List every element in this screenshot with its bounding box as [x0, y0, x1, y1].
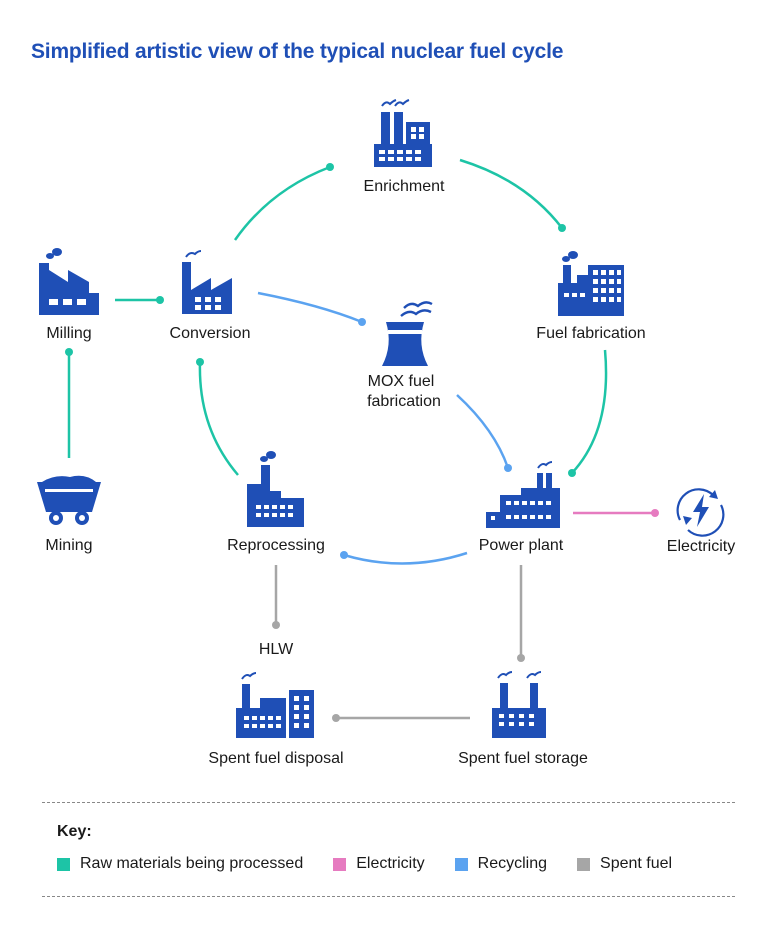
- diagram-title: Simplified artistic view of the typical …: [31, 40, 564, 63]
- mox-fuel-label-line2: fabrication: [367, 393, 441, 410]
- mox-fuel-label-line1: MOX fuel: [368, 373, 435, 390]
- mox-fuel-fabrication-icon: [382, 301, 433, 366]
- mining-label: Mining: [45, 537, 92, 554]
- enrichment-label: Enrichment: [364, 178, 445, 195]
- spent-fuel-disposal-label: Spent fuel disposal: [208, 750, 343, 767]
- fuel-fabrication-icon: [558, 251, 624, 316]
- key-item-spent-fuel: Spent fuel: [577, 855, 672, 873]
- conversion-to-enrichment-link: [233, 165, 331, 241]
- conversion-to-mox-link: [257, 291, 363, 324]
- spent-fuel-dots: [272, 621, 525, 722]
- raw-materials-swatch: [57, 857, 70, 871]
- recycling-dots: [340, 318, 512, 559]
- power-plant-label: Power plant: [479, 537, 564, 554]
- reprocessing-icon: [247, 451, 304, 527]
- enrichment-icon: [374, 99, 432, 167]
- milling-label: Milling: [46, 325, 91, 342]
- key-top-divider: [42, 802, 735, 803]
- electricity-label: Electricity: [667, 538, 735, 555]
- mox-to-powerplant-link: [456, 394, 510, 469]
- spent-fuel-connectors: [274, 565, 523, 720]
- electricity-dot: [651, 509, 659, 517]
- power-plant-icon: [486, 461, 560, 528]
- reprocessing-to-conversion-link: [198, 361, 239, 476]
- powerplant-to-reprocessing-link: [343, 551, 468, 565]
- key-legend: Raw materials being processed Electricit…: [57, 855, 702, 873]
- fabrication-to-powerplant-link: [571, 349, 608, 474]
- mining-icon: [37, 475, 101, 525]
- key-label-raw-materials: Raw materials being processed: [80, 855, 304, 872]
- raw-materials-dots: [65, 163, 576, 477]
- recycling-swatch: [454, 857, 468, 871]
- key-label-electricity: Electricity: [356, 855, 425, 872]
- key-item-electricity: Electricity: [333, 855, 425, 873]
- raw-materials-connectors: [67, 158, 608, 476]
- fuel-fabrication-label: Fuel fabrication: [536, 325, 645, 342]
- hlw-label: HLW: [259, 641, 294, 658]
- spent-fuel-swatch: [577, 857, 591, 871]
- key-label-recycling: Recycling: [477, 855, 548, 872]
- reprocessing-label: Reprocessing: [227, 537, 325, 554]
- key-bottom-divider: [42, 896, 735, 897]
- key-item-raw-materials: Raw materials being processed: [57, 855, 303, 873]
- spent-fuel-disposal-icon: [236, 672, 314, 738]
- electricity-icon: [676, 488, 725, 537]
- electricity-swatch: [333, 857, 347, 871]
- key-title: Key:: [57, 823, 92, 840]
- key-label-spent-fuel: Spent fuel: [600, 855, 673, 872]
- recycling-connectors: [257, 291, 510, 565]
- conversion-icon: [182, 250, 232, 314]
- spent-fuel-storage-icon: [492, 671, 546, 738]
- key-item-recycling: Recycling: [454, 855, 548, 873]
- milling-icon: [39, 248, 99, 315]
- spent-fuel-storage-label: Spent fuel storage: [458, 750, 588, 767]
- enrichment-to-fabrication-link: [459, 158, 563, 229]
- conversion-label: Conversion: [170, 325, 251, 342]
